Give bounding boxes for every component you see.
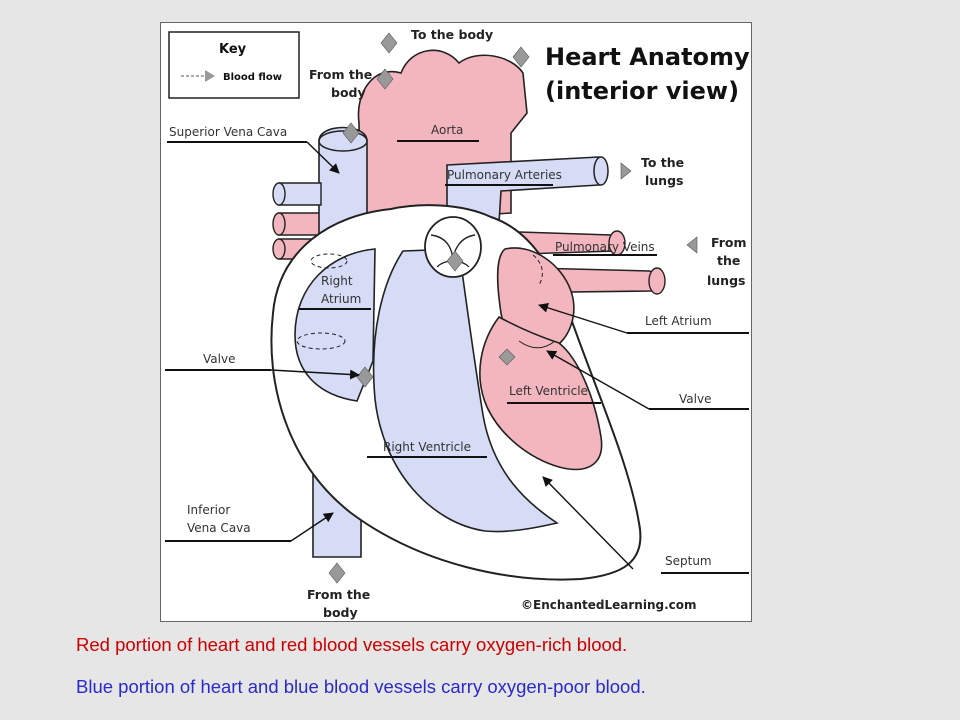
flow-arrow-icon — [446, 250, 464, 272]
label-inferior-vena-cava-line1: Inferior — [187, 503, 230, 517]
flow-label-from-lungs-line1: From — [711, 235, 747, 250]
flow-arrow-icon — [512, 46, 530, 68]
label-pulmonary-veins: Pulmonary Veins — [555, 240, 655, 254]
key-item-label: Blood flow — [223, 72, 282, 83]
right-pulmonary-artery — [272, 182, 322, 206]
diagram-title: Heart Anatomy — [545, 43, 750, 71]
label-right-atrium-line1: Right — [321, 274, 353, 288]
label-right-ventricle: Right Ventricle — [383, 440, 471, 454]
label-septum: Septum — [665, 554, 712, 568]
flow-label-from-body-top-line1: From the — [309, 67, 372, 82]
caption-oxygen-poor: Blue portion of heart and blue blood ves… — [76, 676, 646, 697]
key-title: Key — [219, 42, 247, 57]
flow-arrow-icon — [498, 348, 516, 366]
label-left-atrium: Left Atrium — [645, 314, 712, 328]
flow-label-from-lungs-line2: the — [717, 253, 740, 268]
flow-label-to-lungs-line1: To the — [641, 155, 684, 170]
label-left-ventricle: Left Ventricle — [509, 384, 588, 398]
key-box: Key Blood flow — [168, 31, 300, 99]
flow-label-to-lungs-line2: lungs — [645, 173, 683, 188]
label-valve-right: Valve — [679, 392, 711, 406]
blood-flow-arrow-icon — [205, 70, 215, 82]
flow-label-from-lungs-line3: lungs — [707, 273, 745, 288]
flow-arrow-icon — [380, 32, 398, 54]
flow-arrows — [328, 32, 698, 584]
flow-label-from-body-bottom-line2: body — [323, 605, 358, 620]
caption-oxygen-rich: Red portion of heart and red blood vesse… — [76, 634, 628, 655]
label-valve-left: Valve — [203, 352, 235, 366]
flow-arrow-icon — [376, 68, 394, 90]
label-pulmonary-arteries: Pulmonary Arteries — [447, 168, 562, 182]
flow-arrow-icon — [620, 162, 632, 180]
heart-diagram-panel: Key Blood flow Heart Anatomy (interior v… — [160, 22, 752, 622]
label-superior-vena-cava: Superior Vena Cava — [169, 125, 287, 139]
flow-arrow-icon — [686, 236, 698, 254]
flow-label-to-the-body: To the body — [411, 27, 493, 42]
right-ventricle — [372, 248, 559, 533]
right-atrium — [294, 248, 376, 402]
flow-label-from-body-top-line2: body — [331, 85, 366, 100]
label-inferior-vena-cava-line2: Vena Cava — [187, 521, 251, 535]
credit-text: ©EnchantedLearning.com — [521, 598, 697, 612]
flow-arrow-icon — [342, 122, 360, 144]
label-aorta: Aorta — [431, 123, 463, 137]
heart-anatomy-diagram: Key Blood flow Heart Anatomy (interior v… — [165, 27, 750, 620]
flow-label-from-body-bottom-line1: From the — [307, 587, 370, 602]
diagram-subtitle: (interior view) — [545, 77, 739, 105]
label-right-atrium-line2: Atrium — [321, 292, 361, 306]
pulmonary-arteries — [446, 156, 609, 224]
flow-arrow-icon — [328, 562, 346, 584]
label-leaders — [165, 140, 749, 574]
